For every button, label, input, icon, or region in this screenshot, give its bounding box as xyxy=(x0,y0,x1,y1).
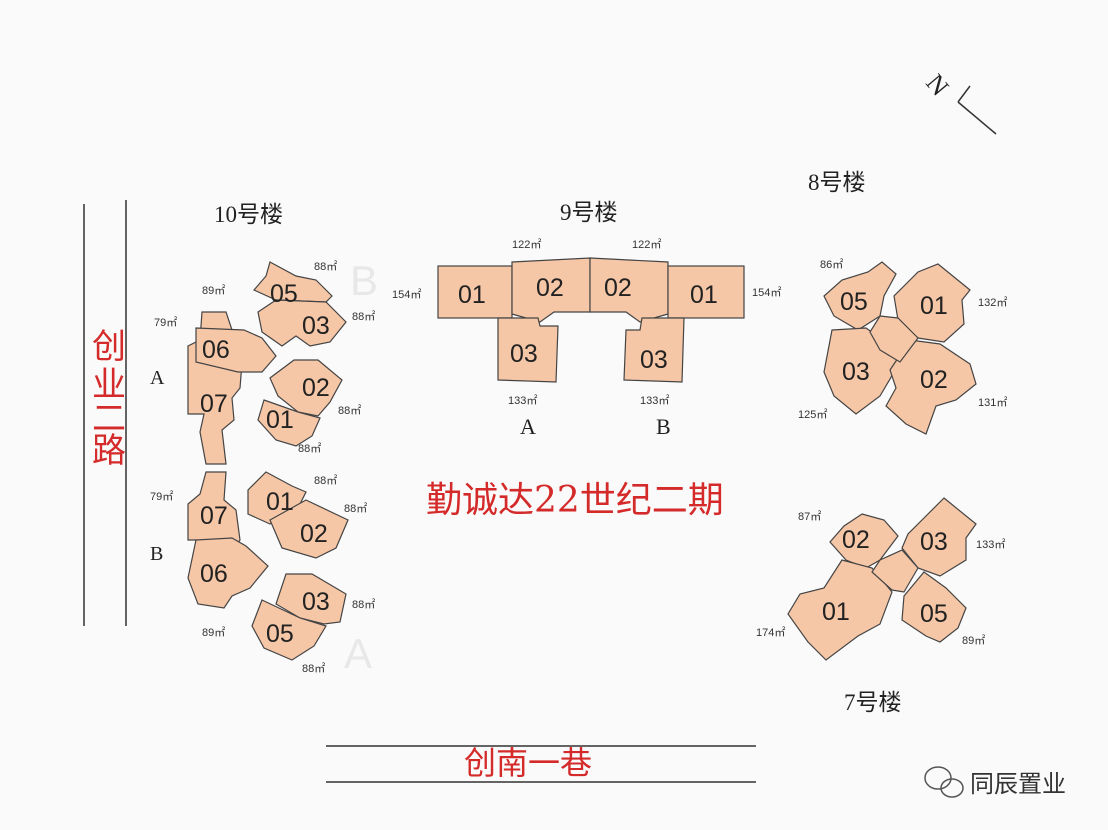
unit-10b-03: 03 xyxy=(302,588,330,616)
area-9-6: 133㎡ xyxy=(640,394,669,407)
area-9-1: 122㎡ xyxy=(512,238,541,251)
ghost-b: B xyxy=(350,257,378,304)
road-left-char-1: 创 xyxy=(92,327,126,367)
area-10a-3: 88㎡ xyxy=(352,310,375,323)
unit-7-03: 03 xyxy=(920,528,948,556)
unit-8-01: 01 xyxy=(920,292,948,320)
area-10b-4: 88㎡ xyxy=(352,598,375,611)
road-bottom: 创南一巷 xyxy=(326,744,756,783)
area-9-2: 122㎡ xyxy=(632,238,661,251)
unit-7-03-block xyxy=(901,497,977,577)
building-9-name: 9号楼 xyxy=(560,200,618,225)
area-8-3: 125㎡ xyxy=(798,408,827,421)
area-10b-2: 79㎡ xyxy=(150,490,173,503)
area-10b-5: 89㎡ xyxy=(202,626,225,639)
unit-8-02: 02 xyxy=(920,366,948,394)
road-left: 创 业 二 路 xyxy=(83,200,127,626)
wing-10-b: B xyxy=(150,543,163,565)
area-9-3: 154㎡ xyxy=(392,288,421,301)
area-7-3: 174㎡ xyxy=(756,626,785,639)
unit-9-03a-block xyxy=(497,317,559,383)
unit-7-05-block xyxy=(901,571,967,643)
area-8-2: 132㎡ xyxy=(978,296,1007,309)
area-10a-4: 79㎡ xyxy=(154,316,177,329)
unit-10a-03: 03 xyxy=(302,312,330,340)
area-10a-6: 88㎡ xyxy=(298,442,321,455)
area-7-4: 89㎡ xyxy=(962,634,985,647)
unit-7-05: 05 xyxy=(920,600,948,628)
area-7-1: 87㎡ xyxy=(798,510,821,523)
unit-7-01: 01 xyxy=(822,598,850,626)
unit-10a-05: 05 xyxy=(270,280,298,308)
unit-10b-02-block xyxy=(269,499,349,559)
north-label: N xyxy=(920,69,954,102)
building-8-name: 8号楼 xyxy=(808,170,866,195)
unit-10b-07: 07 xyxy=(200,502,228,530)
unit-10a-02-block xyxy=(269,359,343,417)
road-bottom-label: 创南一巷 xyxy=(464,744,592,782)
ghost-a: A xyxy=(344,630,372,677)
unit-9-03b-block xyxy=(623,317,685,383)
area-7-2: 133㎡ xyxy=(976,538,1005,551)
unit-7-02: 02 xyxy=(842,526,870,554)
area-8-4: 131㎡ xyxy=(978,396,1007,409)
unit-7-core-block xyxy=(871,549,919,593)
unit-9-03a: 03 xyxy=(510,340,538,368)
area-10a-2: 89㎡ xyxy=(202,284,225,297)
building-9: 9号楼 01 02 02 01 03 03 122㎡ 122㎡ 154㎡ 154… xyxy=(392,200,781,439)
wing-10-a: A xyxy=(150,367,165,389)
building-8: 8号楼 05 01 03 02 86㎡ 132㎡ 125㎡ 131㎡ xyxy=(798,170,1007,435)
unit-10a-02: 02 xyxy=(302,374,330,402)
unit-8-03: 03 xyxy=(842,358,870,386)
unit-9-02a: 02 xyxy=(536,274,564,302)
unit-10b-02: 02 xyxy=(300,520,328,548)
area-10a-5: 88㎡ xyxy=(338,404,361,417)
area-9-4: 154㎡ xyxy=(752,286,781,299)
unit-10b-06-block xyxy=(187,537,269,609)
unit-9-01b-block xyxy=(667,265,745,319)
unit-8-core-block xyxy=(869,315,919,363)
unit-8-05-block xyxy=(823,261,897,331)
unit-10a-06-block xyxy=(195,327,277,373)
building-7-name: 7号楼 xyxy=(844,690,902,715)
road-left-char-2: 业 xyxy=(92,365,126,405)
unit-10b-05: 05 xyxy=(266,620,294,648)
area-10b-3: 88㎡ xyxy=(344,502,367,515)
area-10b-1: 88㎡ xyxy=(314,474,337,487)
watermark-text: 同辰置业 xyxy=(970,771,1066,798)
building-10-name: 10号楼 xyxy=(214,202,283,227)
unit-9-02b: 02 xyxy=(604,274,632,302)
building-7: 7号楼 02 03 01 05 87㎡ 133㎡ 174㎡ 89㎡ xyxy=(756,497,1005,715)
unit-8-02-block xyxy=(885,339,977,435)
unit-8-05: 05 xyxy=(840,288,868,316)
unit-10b-06: 06 xyxy=(200,560,228,588)
wechat-icon xyxy=(924,766,964,798)
project-title: 勤诚达22世纪二期 xyxy=(426,480,724,521)
unit-10a-07: 07 xyxy=(200,390,228,418)
area-8-1: 86㎡ xyxy=(820,258,843,271)
north-arrow-icon: N xyxy=(920,69,997,135)
wing-9-a: A xyxy=(520,414,536,439)
area-9-5: 133㎡ xyxy=(508,394,537,407)
unit-9-02b-block xyxy=(589,257,669,323)
wing-9-b: B xyxy=(656,414,671,439)
unit-10a-01-block xyxy=(257,399,321,447)
road-left-char-4: 路 xyxy=(92,431,126,471)
unit-10b-01: 01 xyxy=(266,488,294,516)
unit-9-01a: 01 xyxy=(458,281,486,309)
watermark: 同辰置业 xyxy=(924,766,1066,798)
area-10a-1: 88㎡ xyxy=(314,260,337,273)
unit-9-03b: 03 xyxy=(640,346,668,374)
building-10: 10号楼 B A 05 03 06 07 02 01 88㎡ 89㎡ 88㎡ 7… xyxy=(150,202,378,677)
road-left-char-3: 二 xyxy=(92,399,126,439)
unit-9-01a-block xyxy=(437,265,513,319)
unit-9-01b: 01 xyxy=(690,281,718,309)
unit-10a-03-block xyxy=(257,299,347,347)
unit-10b-03-block xyxy=(275,573,347,625)
unit-10a-06: 06 xyxy=(202,336,230,364)
area-10b-6: 88㎡ xyxy=(302,662,325,675)
unit-10b-05-block xyxy=(251,599,327,661)
unit-10a-01: 01 xyxy=(266,406,294,434)
